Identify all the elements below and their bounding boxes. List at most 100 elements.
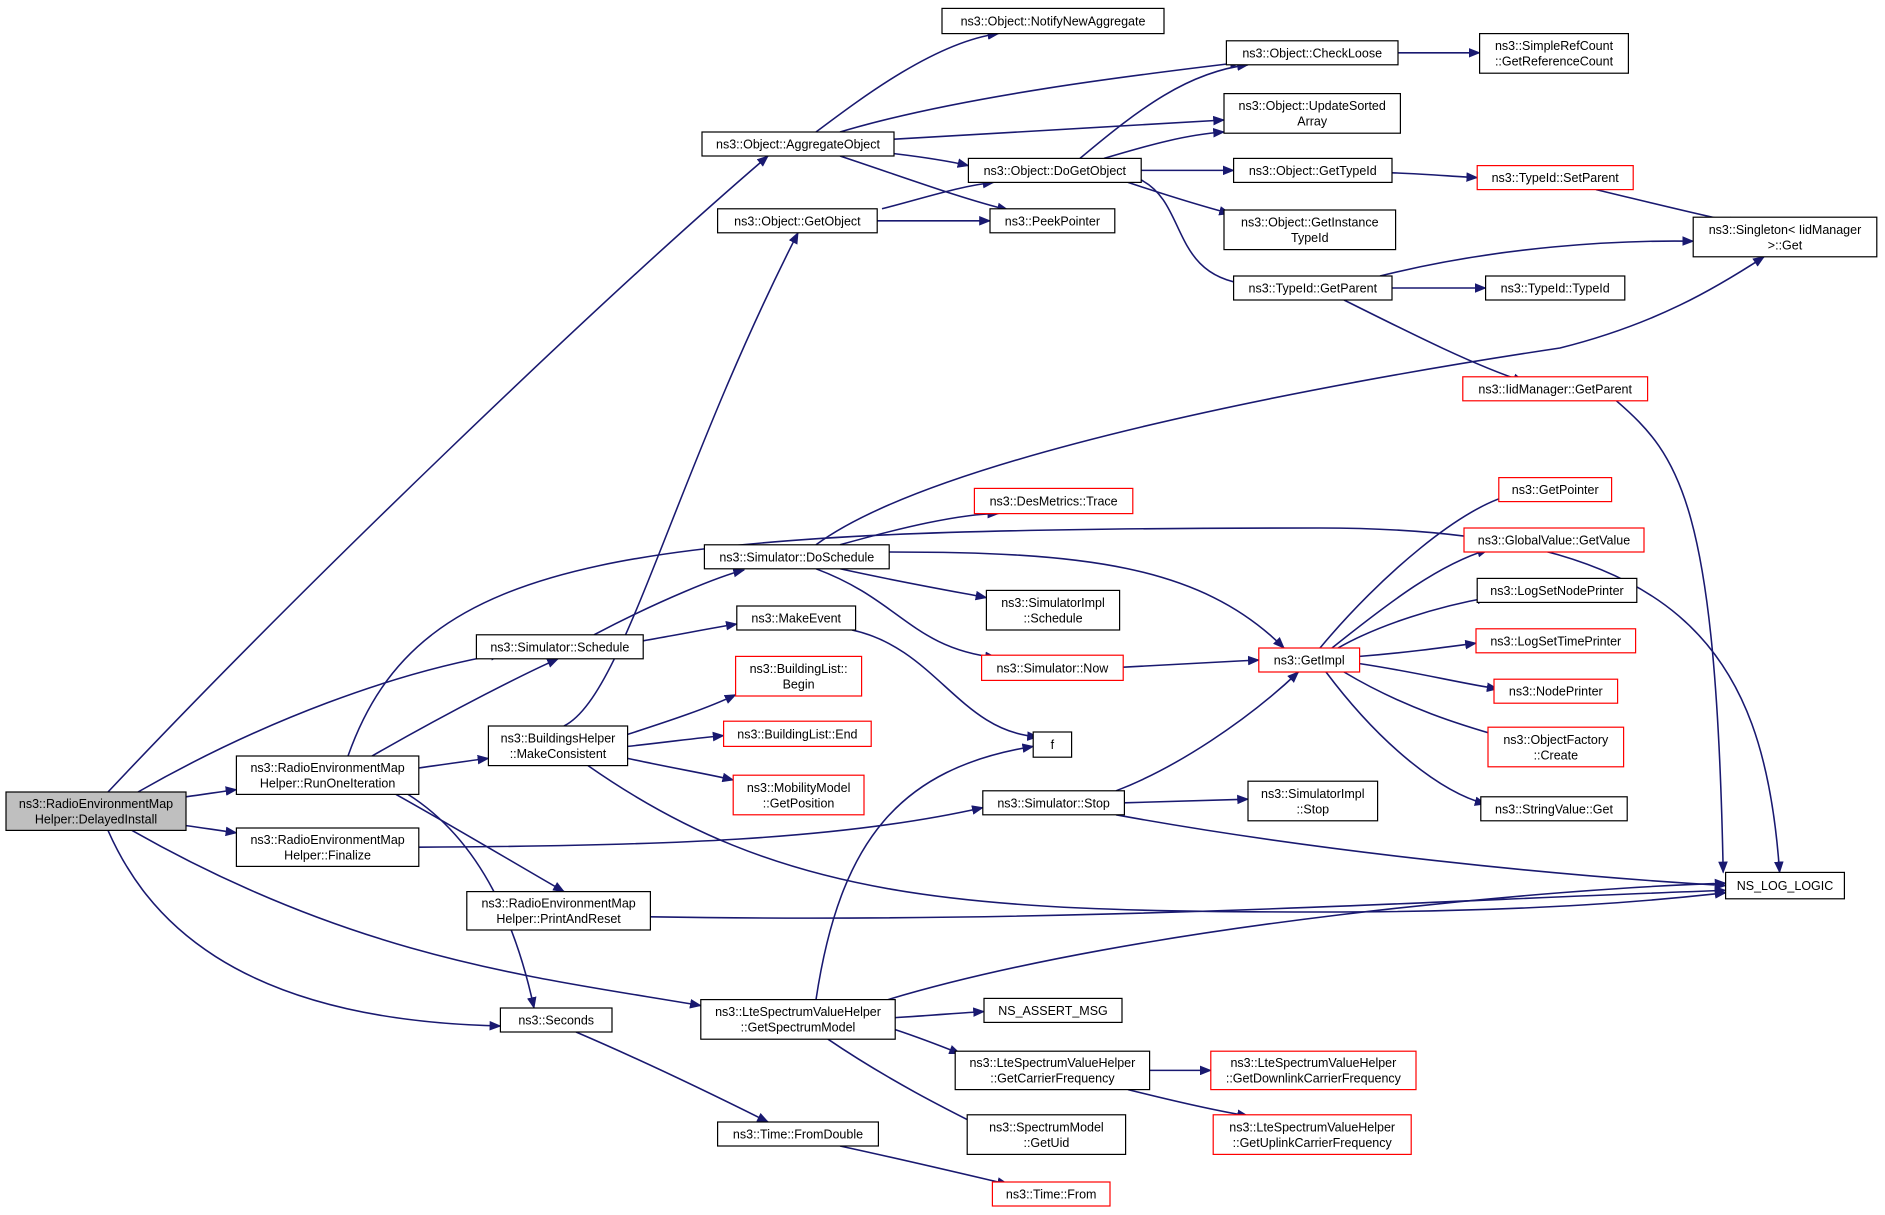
- node-box-typeidgetparent: [1232, 275, 1393, 301]
- node-peekpointer[interactable]: ns3::PeekPointer: [989, 208, 1116, 234]
- node-box-root: [5, 791, 187, 832]
- node-box-finalize: [235, 827, 420, 868]
- node-simnow[interactable]: ns3::Simulator::Now: [980, 654, 1124, 682]
- node-box-schedule: [475, 634, 644, 660]
- edge-root-to-finalize: [185, 824, 238, 837]
- node-schedule[interactable]: ns3::Simulator::Schedule: [475, 634, 644, 660]
- node-box-seconds: [499, 1007, 613, 1033]
- node-globalvalue[interactable]: ns3::GlobalValue::GetValue: [1463, 527, 1645, 553]
- node-typeidgetparent[interactable]: ns3::TypeId::GetParent: [1232, 275, 1393, 301]
- node-iidgetparent[interactable]: ns3::IidManager::GetParent: [1462, 376, 1649, 402]
- node-getuid[interactable]: ns3::SpectrumModel::GetUid: [966, 1114, 1127, 1156]
- node-label-iidgetparent-line-1: ns3::IidManager::GetParent: [1478, 382, 1632, 396]
- node-getdownlink[interactable]: ns3::LteSpectrumValueHelper::GetDownlink…: [1210, 1050, 1417, 1091]
- edge-makeconsistent-to-mobility: [627, 757, 735, 783]
- edge-getcarrier-to-getuplink: [1127, 1088, 1250, 1119]
- edge-root-to-aggregate: [107, 155, 769, 793]
- node-mobility[interactable]: ns3::MobilityModel::GetPosition: [732, 774, 865, 816]
- node-label-getpointer-line-1: ns3::GetPointer: [1512, 483, 1599, 497]
- node-label-simimplstop-line-1: ns3::SimulatorImpl: [1261, 787, 1365, 801]
- node-f[interactable]: f: [1032, 731, 1073, 758]
- edge-fromdouble-to-timefrom: [839, 1145, 1010, 1187]
- node-getcarrier[interactable]: ns3::LteSpectrumValueHelper::GetCarrierF…: [954, 1050, 1151, 1091]
- node-label-stringvalue-line-1: ns3::StringValue::Get: [1495, 802, 1613, 816]
- node-label-refcount-line-2: ::GetReferenceCount: [1495, 55, 1614, 69]
- node-refcount[interactable]: ns3::SimpleRefCount::GetReferenceCount: [1478, 32, 1629, 74]
- node-notify[interactable]: ns3::Object::NotifyNewAggregate: [941, 7, 1165, 35]
- node-typeidtypeid[interactable]: ns3::TypeId::TypeId: [1484, 275, 1626, 301]
- node-getobject[interactable]: ns3::Object::GetObject: [716, 208, 878, 234]
- node-nsassert[interactable]: NS_ASSERT_MSG: [983, 997, 1123, 1024]
- node-root[interactable]: ns3::RadioEnvironmentMapHelper::DelayedI…: [5, 791, 187, 832]
- node-fromdouble[interactable]: ns3::Time::FromDouble: [716, 1121, 879, 1147]
- node-buildbegin[interactable]: ns3::BuildingList::Begin: [734, 655, 863, 697]
- node-simstop[interactable]: ns3::Simulator::Stop: [982, 790, 1125, 816]
- node-nslog[interactable]: NS_LOG_LOGIC: [1724, 871, 1845, 900]
- node-label-seconds-line-1: ns3::Seconds: [518, 1014, 594, 1028]
- node-label-nslog-line-1: NS_LOG_LOGIC: [1737, 879, 1834, 893]
- node-box-nsassert: [983, 997, 1123, 1024]
- node-label-simnow-line-1: ns3::Simulator::Now: [996, 661, 1109, 675]
- node-nodeprinter[interactable]: ns3::NodePrinter: [1493, 678, 1619, 704]
- node-box-refcount: [1478, 32, 1629, 74]
- node-getspectrum[interactable]: ns3::LteSpectrumValueHelper::GetSpectrum…: [700, 998, 896, 1040]
- node-singleton[interactable]: ns3::Singleton< IidManager >::Get: [1692, 216, 1878, 258]
- node-box-stringvalue: [1480, 796, 1628, 822]
- node-label-gettypeid-line-1: ns3::Object::GetTypeId: [1249, 164, 1377, 178]
- node-label-logsettime-line-1: ns3::LogSetTimePrinter: [1490, 634, 1621, 648]
- node-stringvalue[interactable]: ns3::StringValue::Get: [1480, 796, 1628, 822]
- node-label-updatesorted-line-2: Array: [1297, 115, 1328, 129]
- node-doschedule[interactable]: ns3::Simulator::DoSchedule: [703, 544, 890, 570]
- node-label-getspectrum-line-1: ns3::LteSpectrumValueHelper: [715, 1005, 881, 1019]
- node-box-nslog: [1724, 871, 1845, 900]
- node-getpointer[interactable]: ns3::GetPointer: [1498, 477, 1613, 503]
- node-label-getimpl-line-1: ns3::GetImpl: [1274, 654, 1345, 668]
- node-box-peekpointer: [989, 208, 1116, 234]
- node-label-fromdouble-line-1: ns3::Time::FromDouble: [733, 1128, 863, 1142]
- node-label-buildbegin-line-1: ns3::BuildingList::: [750, 662, 848, 676]
- node-objfactory[interactable]: ns3::ObjectFactory::Create: [1487, 726, 1625, 768]
- node-label-objfactory-line-1: ns3::ObjectFactory: [1503, 733, 1609, 747]
- node-box-checkloose: [1225, 40, 1399, 66]
- node-timefrom[interactable]: ns3::Time::From: [991, 1181, 1111, 1207]
- edge-getspectrum-to-nslog: [887, 878, 1727, 1001]
- node-seconds[interactable]: ns3::Seconds: [499, 1007, 613, 1033]
- edge-makeevent-to-f: [851, 629, 1040, 741]
- node-logsettime[interactable]: ns3::LogSetTimePrinter: [1475, 628, 1637, 654]
- node-dogetobject[interactable]: ns3::Object::DoGetObject: [967, 157, 1142, 183]
- node-box-mobility: [732, 774, 865, 816]
- node-buildend[interactable]: ns3::BuildingList::End: [722, 720, 872, 748]
- edge-getimpl-to-globalvalue: [1331, 548, 1490, 649]
- node-label-refcount-line-1: ns3::SimpleRefCount: [1495, 39, 1614, 53]
- node-getuplink[interactable]: ns3::LteSpectrumValueHelper::GetUplinkCa…: [1212, 1114, 1412, 1156]
- node-getimpl[interactable]: ns3::GetImpl: [1258, 647, 1361, 673]
- node-box-globalvalue: [1463, 527, 1645, 553]
- node-label-simimplstop-line-2: ::Stop: [1296, 802, 1329, 816]
- node-makeevent[interactable]: ns3::MakeEvent: [736, 605, 857, 631]
- node-destrace[interactable]: ns3::DesMetrics::Trace: [973, 487, 1134, 515]
- edge-simstop-to-nslog: [1115, 814, 1727, 890]
- node-label-singleton-line-2: >::Get: [1768, 238, 1803, 252]
- node-checkloose[interactable]: ns3::Object::CheckLoose: [1225, 40, 1399, 66]
- node-simimplstop[interactable]: ns3::SimulatorImpl::Stop: [1247, 780, 1379, 822]
- edge-gettypeid-to-setparent: [1391, 172, 1479, 182]
- node-simimplschedule[interactable]: ns3::SimulatorImpl::Schedule: [985, 589, 1121, 631]
- node-box-getcarrier: [954, 1050, 1151, 1091]
- node-runone[interactable]: ns3::RadioEnvironmentMapHelper::RunOneIt…: [235, 755, 420, 796]
- edge-aggregate-to-peekpointer: [839, 155, 1010, 213]
- node-gettypeid[interactable]: ns3::Object::GetTypeId: [1232, 157, 1393, 183]
- node-makeconsistent[interactable]: ns3::BuildingsHelper::MakeConsistent: [487, 725, 629, 767]
- edge-runone-to-seconds: [407, 793, 537, 1010]
- node-label-getuid-line-2: ::GetUid: [1023, 1136, 1069, 1150]
- node-box-nodeprinter: [1493, 678, 1619, 704]
- node-label-singleton-line-1: ns3::Singleton< IidManager: [1709, 223, 1862, 237]
- node-aggregate[interactable]: ns3::Object::AggregateObject: [701, 131, 895, 157]
- node-logsetnode[interactable]: ns3::LogSetNodePrinter: [1476, 577, 1638, 604]
- node-setparent[interactable]: ns3::TypeId::SetParent: [1476, 165, 1634, 191]
- node-printandreset[interactable]: ns3::RadioEnvironmentMapHelper::PrintAnd…: [466, 890, 651, 931]
- edge-getspectrum-to-getcarrier: [894, 1028, 962, 1055]
- node-box-objfactory: [1487, 726, 1625, 768]
